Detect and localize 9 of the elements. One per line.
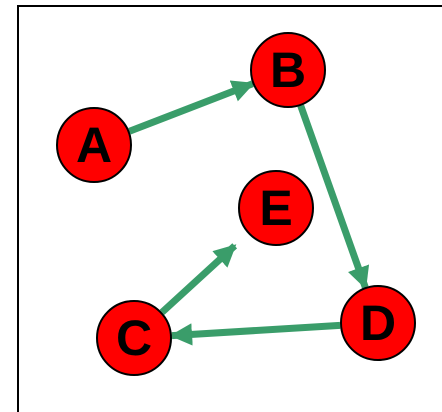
- arrow: [160, 243, 238, 315]
- arrow: [128, 80, 255, 135]
- arrow: [170, 322, 340, 346]
- node-label: B: [270, 45, 306, 95]
- node-label: E: [259, 183, 293, 233]
- node-label: D: [360, 298, 396, 348]
- arrow: [297, 104, 370, 290]
- node-label: A: [76, 120, 112, 170]
- node-label: C: [116, 313, 152, 363]
